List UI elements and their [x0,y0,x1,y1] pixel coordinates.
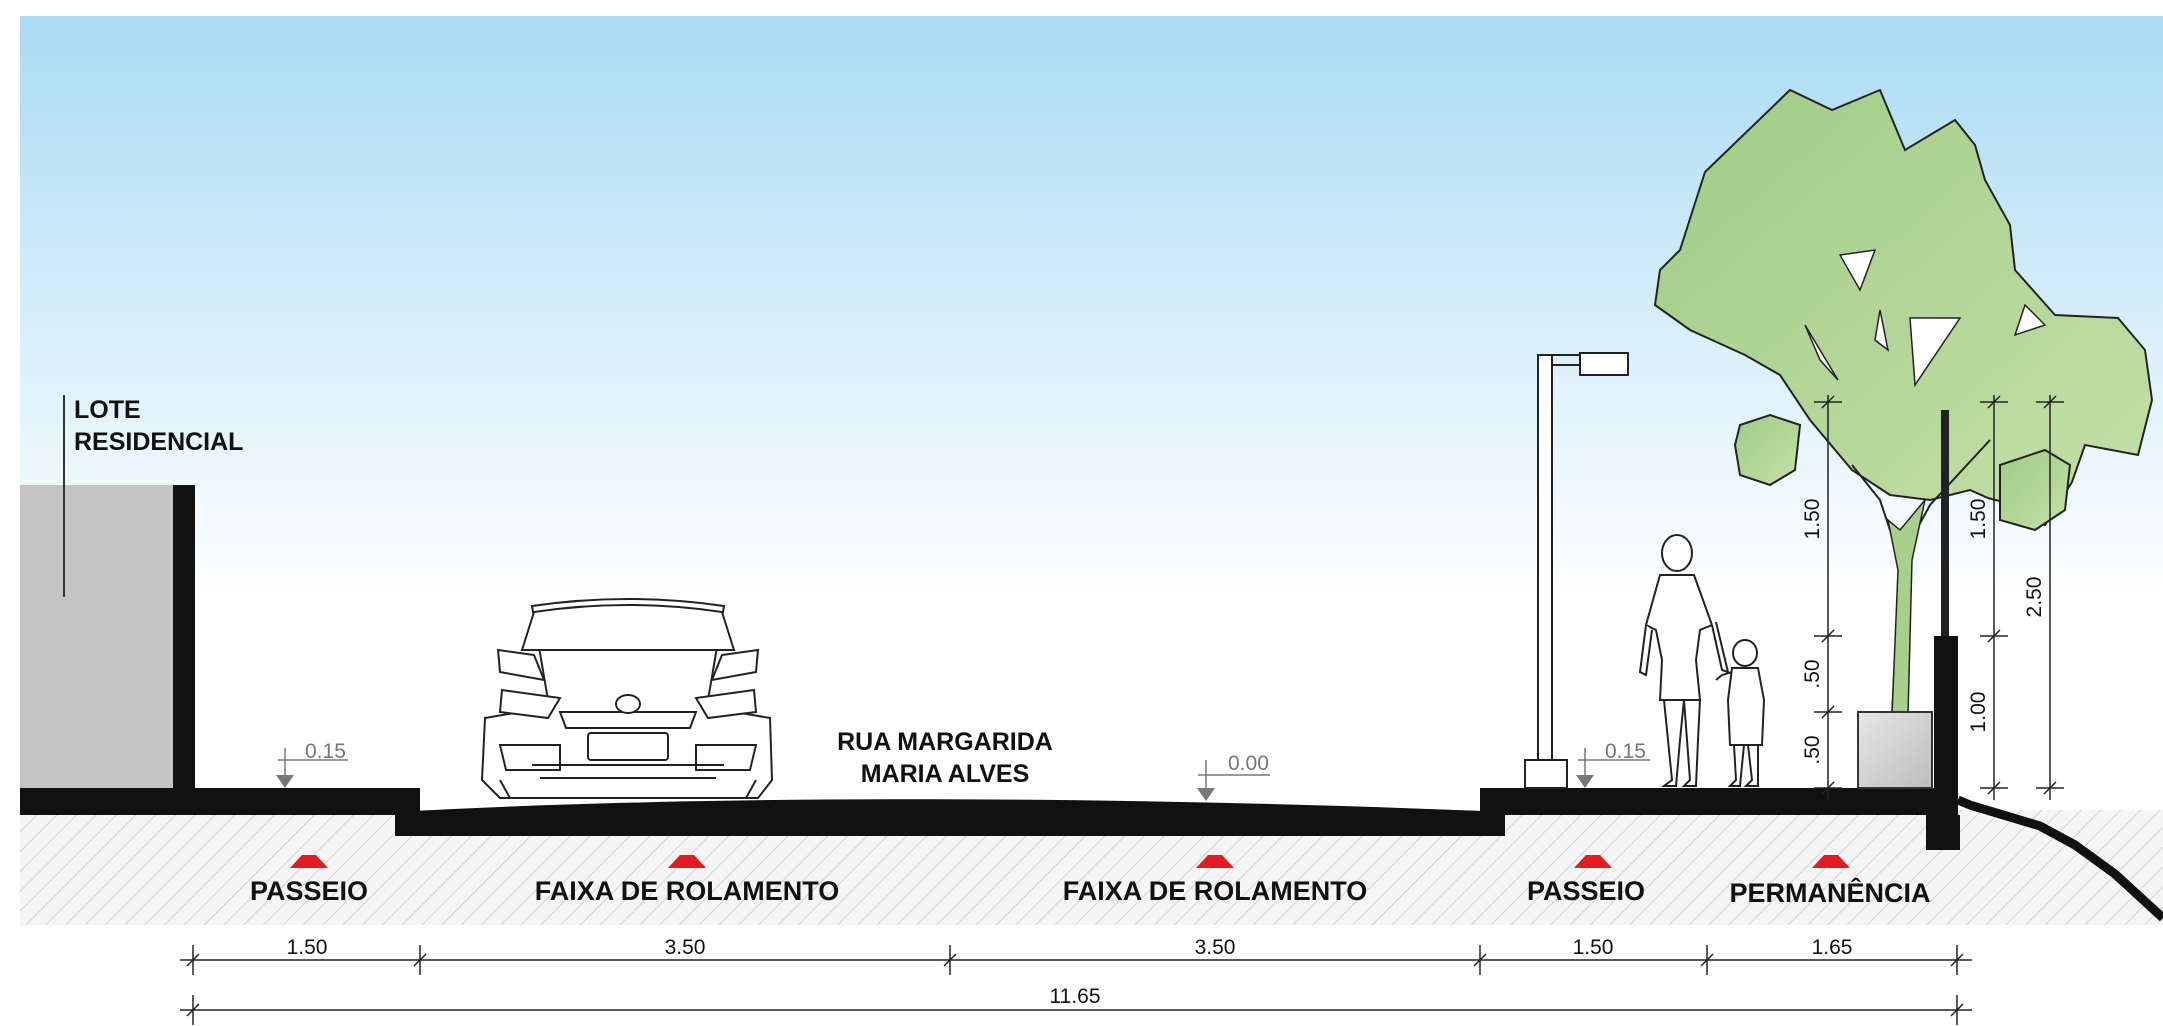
level-left-sidewalk: 0.15 [305,740,346,763]
zone-label-5: PERMANÊNCIA [1729,877,1930,908]
tree [1653,88,2154,789]
level-marker-right: 0.15 [1576,740,1650,788]
wall-height-dimension [1980,395,2008,800]
tree-dim-2: .50 [1801,659,1824,688]
railing-post [1941,410,1949,636]
zone-label-4: PASSEIO [1527,876,1645,906]
road-crown [419,800,1481,813]
level-right-sidewalk: 0.15 [1605,740,1646,763]
total-width-dim: 11.65 [1050,985,1101,1008]
zone-marker-3 [1196,855,1234,868]
wall-dim-1: 1.50 [1967,499,1990,540]
tree-canopy [1653,88,2154,527]
level-marker-left: 0.15 [276,740,348,788]
overall-height-dimension [2036,395,2064,800]
pedestrian-adult [1638,534,1730,787]
width-dim-3: 3.50 [1195,936,1236,959]
tree-height-dimension [1814,395,1842,800]
level-marker-road: 0.00 [1197,752,1270,801]
width-dim-4: 1.50 [1573,936,1614,959]
zone-label-1: PASSEIO [250,876,368,906]
width-dim-1: 1.50 [287,936,328,959]
width-dim-2: 3.50 [665,936,706,959]
embankment-hatch [1958,810,2163,925]
residential-lot-block [20,485,173,790]
tree-dim-1: 1.50 [1801,499,1824,540]
zone-label-2: FAIXA DE ROLAMENTO [535,876,840,906]
car [480,598,774,799]
lot-wall [173,485,195,790]
right-wall [1934,636,1958,850]
wall-dim-2: 1.00 [1967,692,1990,733]
total-dimension-line [180,995,1972,1025]
lot-label-line2: RESIDENCIAL [74,428,243,456]
zone-marker-1 [290,855,328,868]
street-name-line2: MARIA ALVES [861,760,1030,788]
lot-label-line1: LOTE [74,396,141,424]
right-wall-footing [1926,815,1960,850]
zone-marker-2 [668,855,706,868]
width-dimension-line [180,945,1972,975]
tree-canopy-lobe-right [1999,448,2072,532]
pedestrian-child [1715,639,1766,787]
left-sidewalk-slab [20,788,420,815]
road-slab [395,799,1505,836]
zone-label-3: FAIXA DE ROLAMENTO [1063,876,1368,906]
zone-marker-5 [1812,855,1850,868]
street-name-line1: RUA MARGARIDA [837,728,1053,756]
width-dim-5: 1.65 [1812,936,1853,959]
tree-dim-3: .50 [1801,735,1824,764]
tree-canopy-lobe-left [1733,413,1802,487]
zone-marker-4 [1574,855,1612,868]
overall-height-dim: 2.50 [2023,577,2046,618]
embankment-line [1956,795,2163,922]
planter [1857,711,1933,789]
right-sidewalk-slab [1480,788,1958,815]
street-lamp [1524,352,1629,789]
level-road: 0.00 [1228,752,1269,775]
